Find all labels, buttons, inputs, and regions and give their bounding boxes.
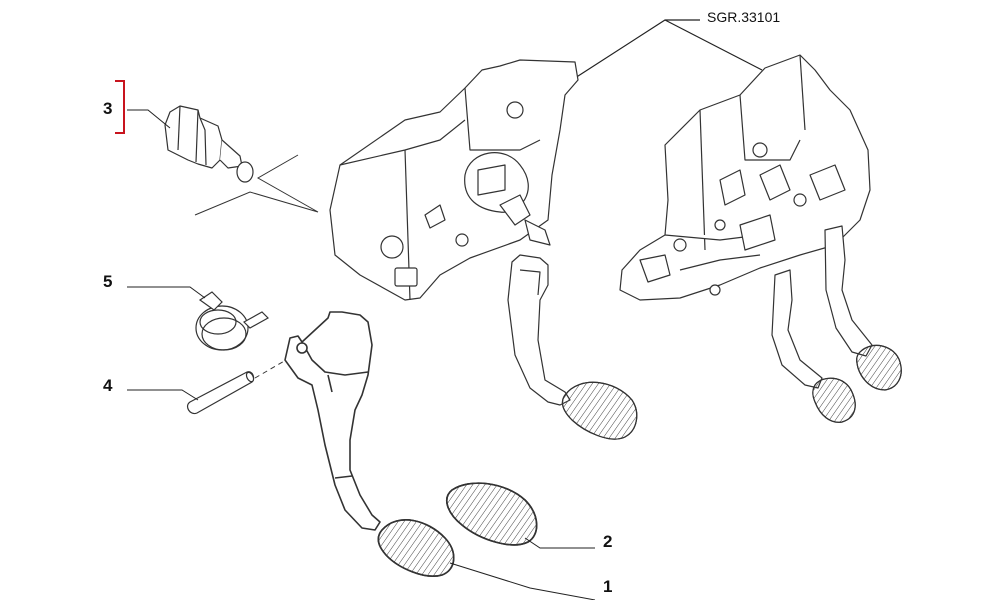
reference-code: SGR.33101 [707,9,781,25]
callout-2[interactable]: 2 [603,532,613,551]
callout-3-highlight-bracket [115,80,125,134]
pedal-bracket-right [619,54,871,301]
leader-1 [449,562,596,600]
pedal-arm-center [507,254,571,406]
leader-3 [127,109,171,129]
callout-3[interactable]: 3 [103,99,113,118]
pedal-pad-mounted [377,519,455,577]
callout-leaders [127,109,596,600]
leader-5 [127,286,206,299]
leader-2 [524,537,595,549]
pivot-pin-part [186,371,255,415]
reference-leader [574,19,763,79]
leader-4 [127,389,199,401]
pedal-pads-right [812,344,902,423]
pedal-pad-part [446,482,538,546]
return-spring-part [195,291,269,351]
pedal-bracket-main [329,59,579,301]
pedal-arm-part [284,311,381,531]
callout-4[interactable]: 4 [103,376,113,395]
assembly-leader [194,154,319,216]
pedal-switch-part [164,105,254,183]
pedal-pad-center [561,381,638,440]
callout-1[interactable]: 1 [603,577,613,596]
callout-5[interactable]: 5 [103,272,113,291]
